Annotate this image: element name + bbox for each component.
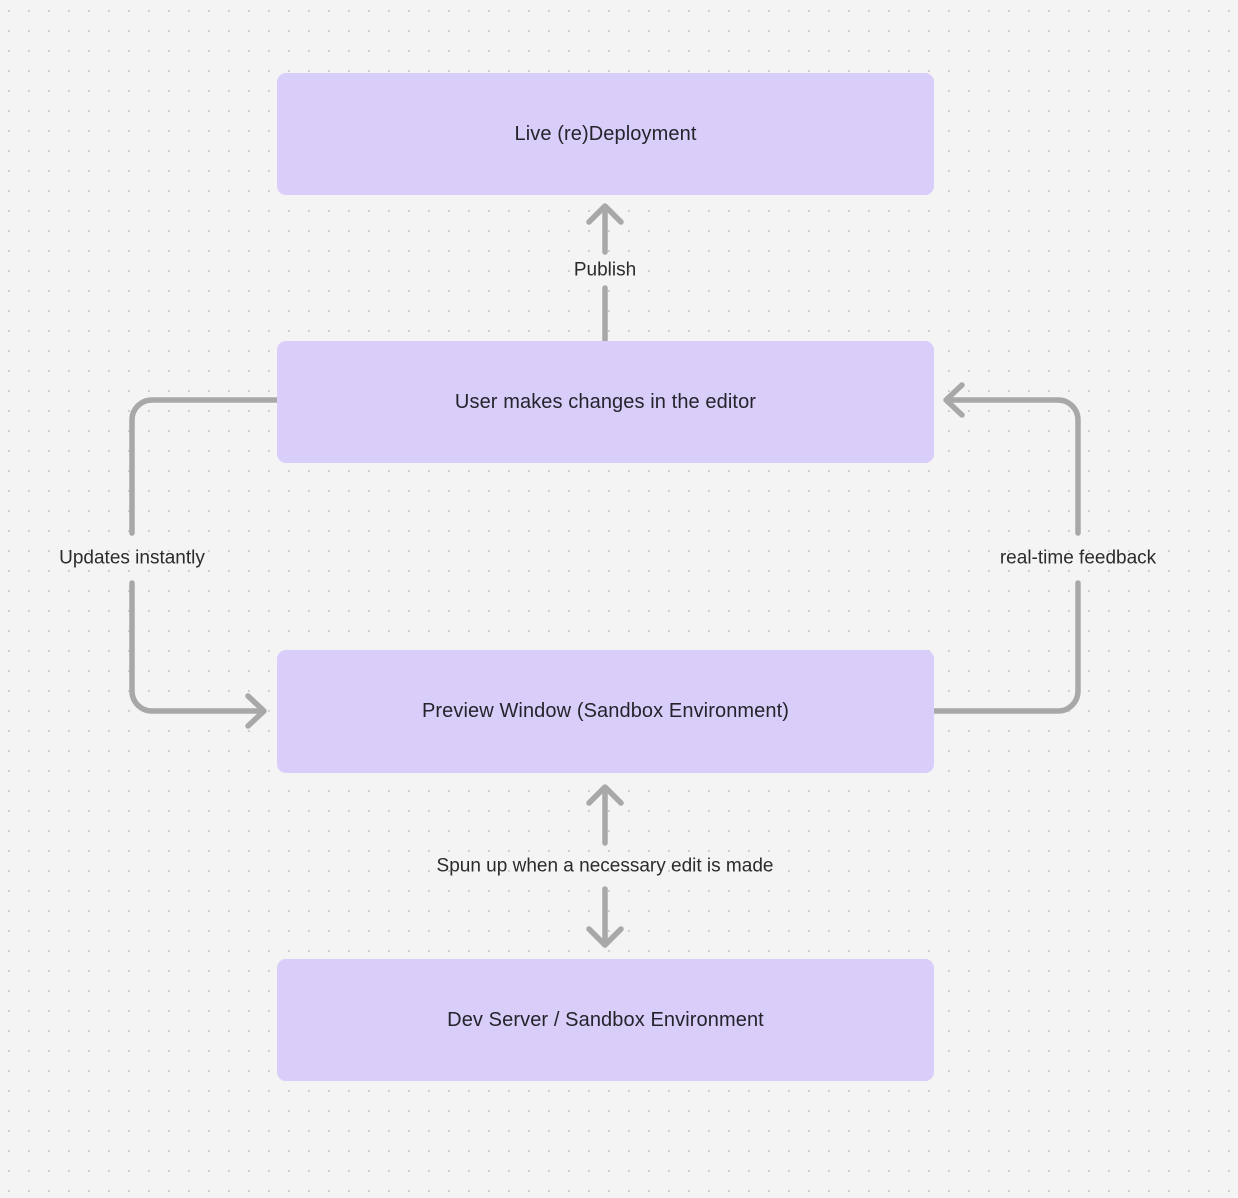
node-label-preview-window: Preview Window (Sandbox Environment) xyxy=(421,700,790,722)
edge-label-publish: Publish xyxy=(573,259,637,281)
edge-label-updates-instantly: Updates instantly xyxy=(59,547,205,569)
edge-label-spun-up: Spun up when a necessary edit is made xyxy=(436,855,774,877)
node-dev-server[interactable]: Dev Server / Sandbox Environment xyxy=(277,959,934,1081)
node-label-user-edits: User makes changes in the editor xyxy=(454,390,757,413)
node-preview-window[interactable]: Preview Window (Sandbox Environment) xyxy=(277,650,934,773)
node-label-live-deployment: Live (re)Deployment xyxy=(514,122,697,145)
node-label-dev-server: Dev Server / Sandbox Environment xyxy=(447,1008,764,1031)
edge-label-real-time-feedback: real-time feedback xyxy=(999,547,1157,569)
node-live-deployment[interactable]: Live (re)Deployment xyxy=(277,73,934,195)
node-user-edits[interactable]: User makes changes in the editor xyxy=(277,341,934,463)
